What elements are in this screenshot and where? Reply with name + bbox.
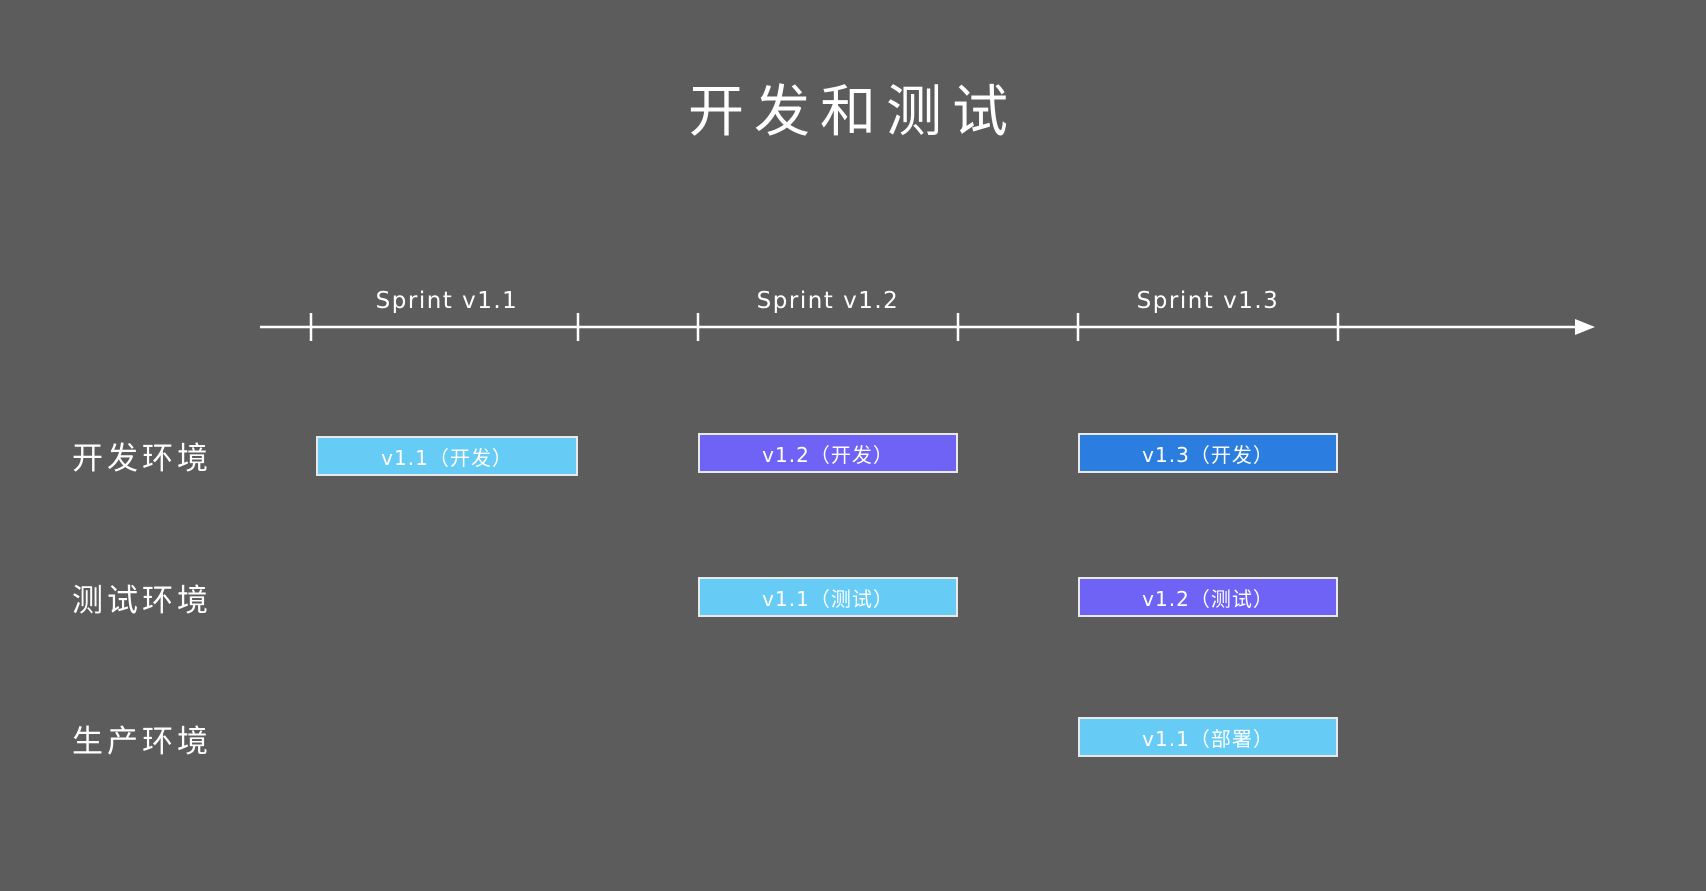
sprint-label-3: Sprint v1.3 xyxy=(1136,288,1280,314)
release-bar[interactable]: v1.1（部署） xyxy=(1078,717,1338,757)
row-label-1: 开发环境 xyxy=(72,441,212,477)
sprint-label-1: Sprint v1.1 xyxy=(375,288,519,314)
sprint-label-2: Sprint v1.2 xyxy=(756,288,900,314)
row-label-2: 测试环境 xyxy=(72,583,212,619)
release-bar[interactable]: v1.3（开发） xyxy=(1078,433,1338,473)
release-bar[interactable]: v1.1（测试） xyxy=(698,577,958,617)
release-bar[interactable]: v1.2（开发） xyxy=(698,433,958,473)
row-label-3: 生产环境 xyxy=(72,724,212,760)
release-bar-label: v1.1（开发） xyxy=(381,445,513,470)
timeline-arrowhead-icon xyxy=(1575,319,1595,335)
release-bar-label: v1.2（开发） xyxy=(762,442,894,467)
release-bar[interactable]: v1.2（测试） xyxy=(1078,577,1338,617)
release-bar-label: v1.2（测试） xyxy=(1142,586,1274,611)
release-bar-label: v1.1（部署） xyxy=(1142,726,1274,751)
page-title: 开发和测试 xyxy=(688,80,1018,145)
release-bar-label: v1.1（测试） xyxy=(762,586,894,611)
release-bar[interactable]: v1.1（开发） xyxy=(316,436,578,476)
release-bar-label: v1.3（开发） xyxy=(1142,442,1274,467)
